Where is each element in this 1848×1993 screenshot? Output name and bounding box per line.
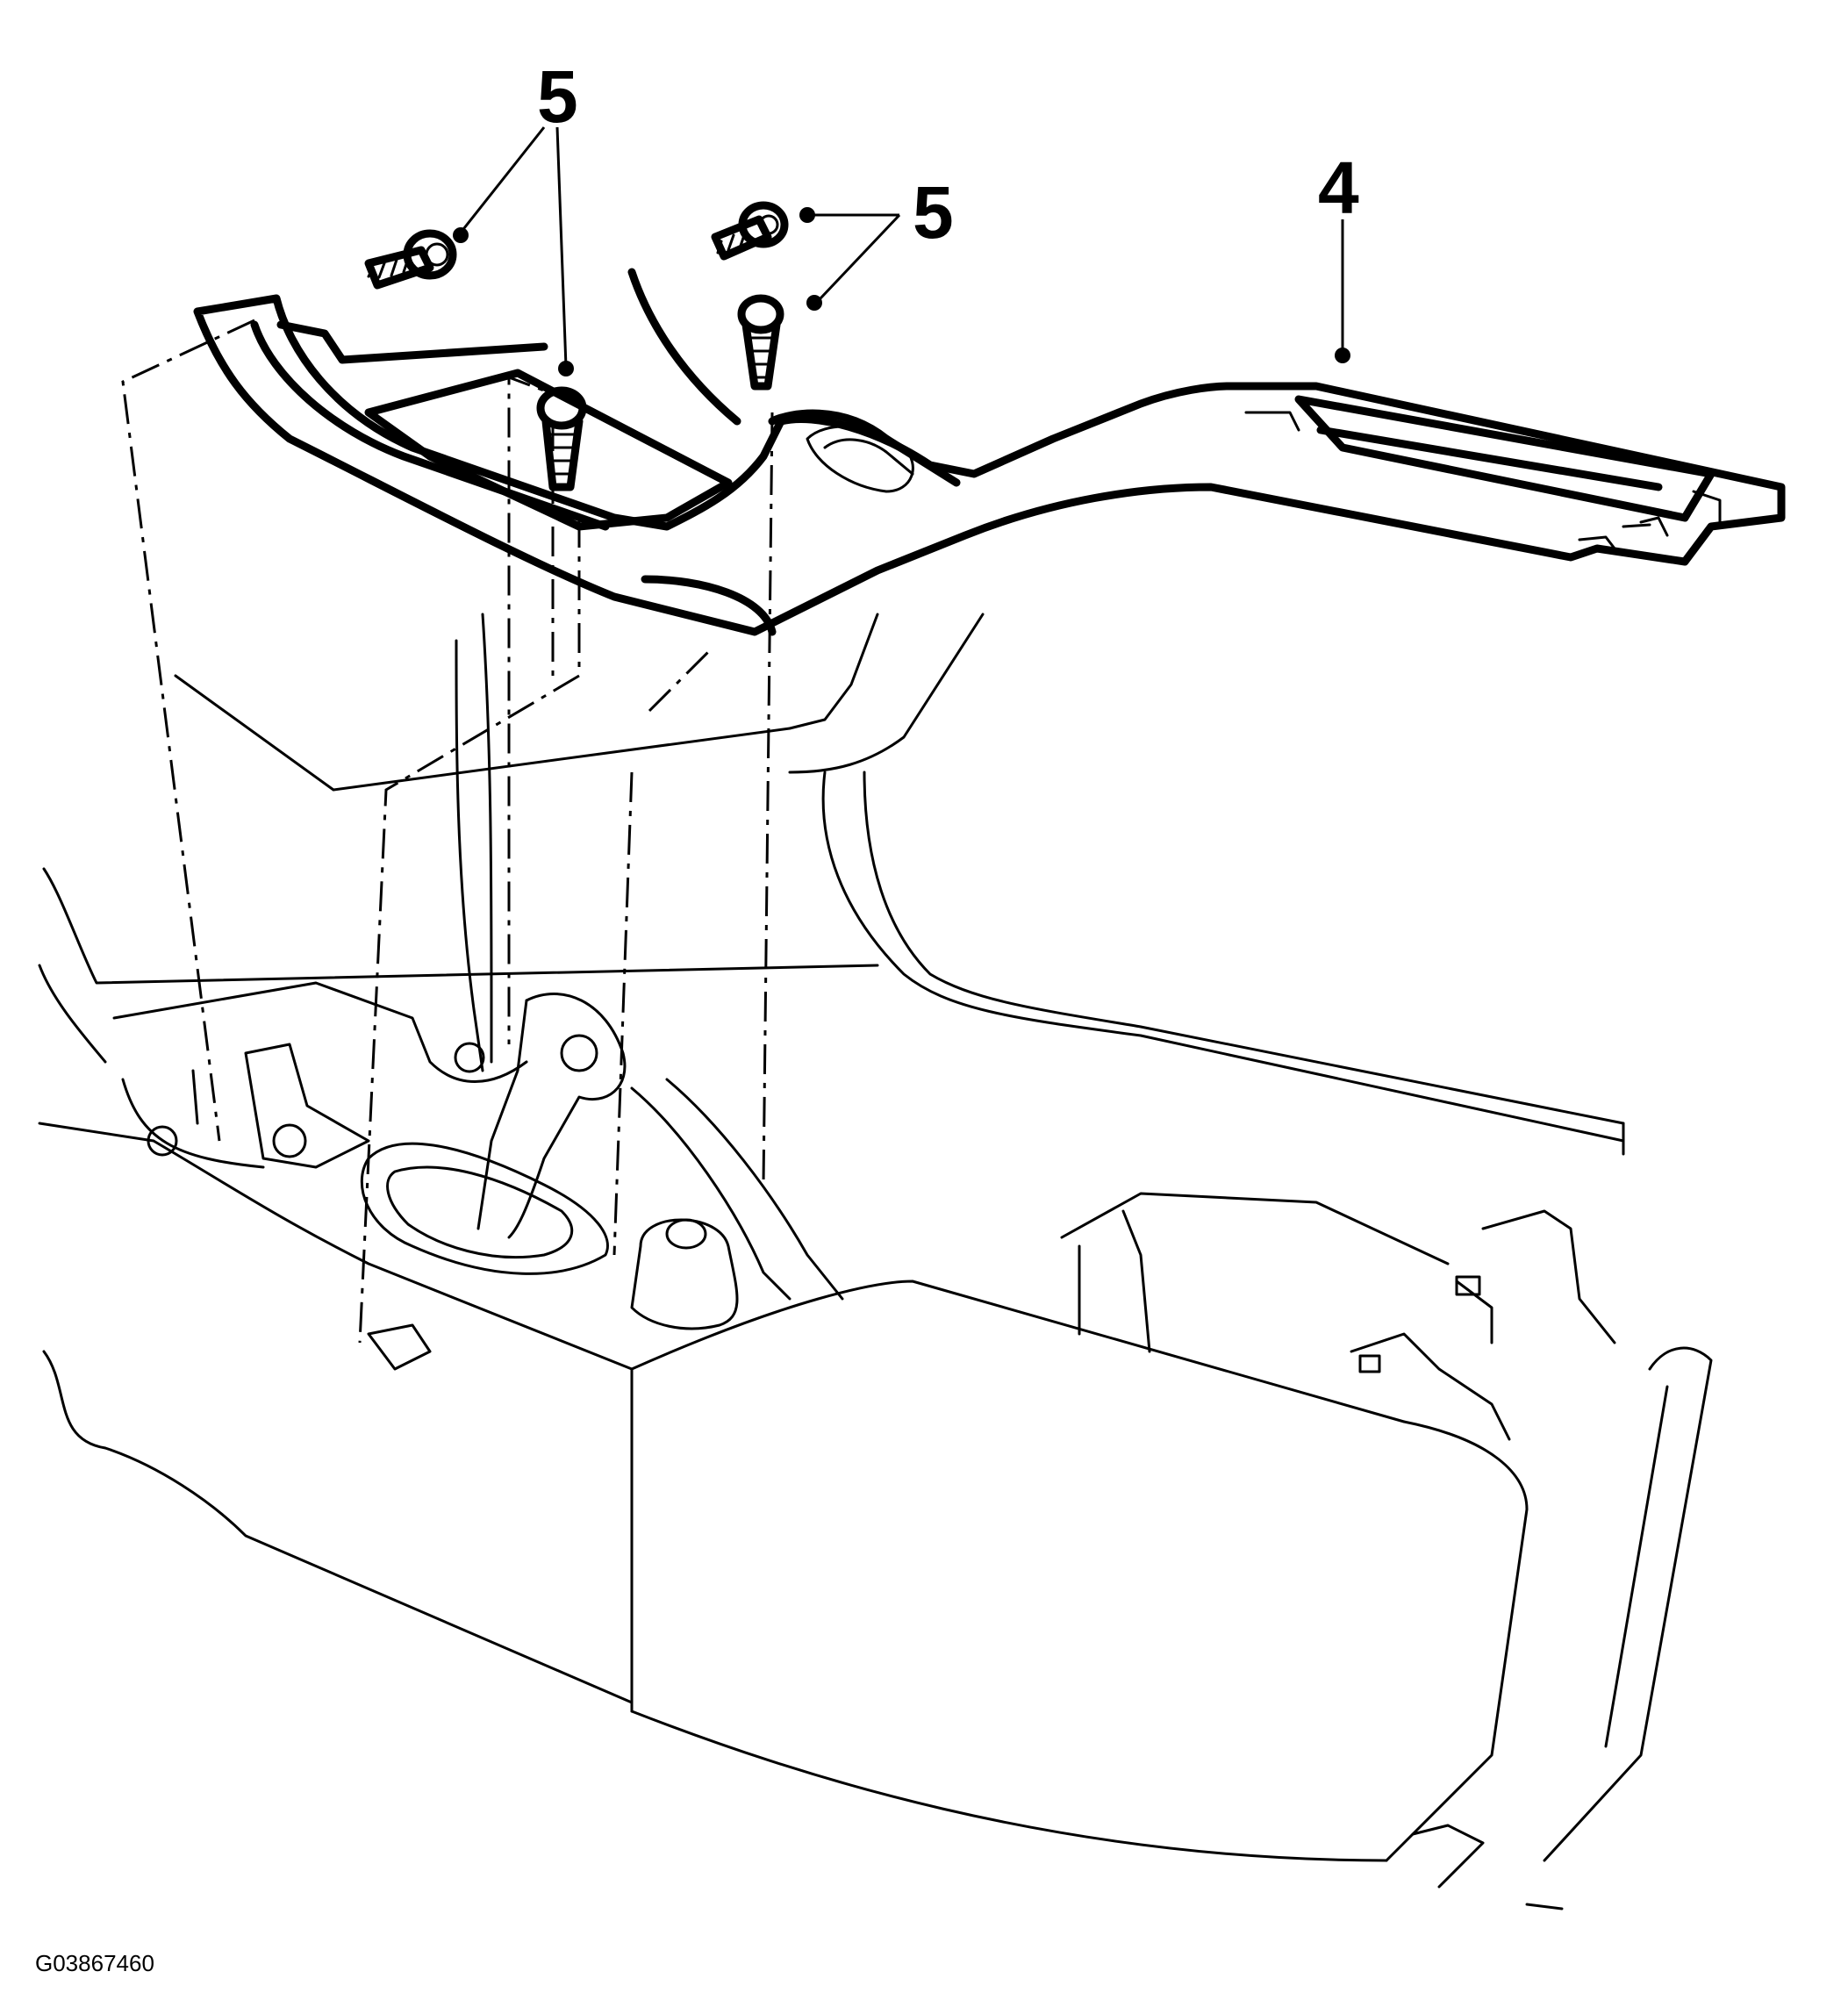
callout-leaders [453, 126, 1350, 376]
screw-center-upper [711, 201, 789, 261]
callout-console-panel: 4 [1318, 147, 1359, 229]
lower-console-body [38, 613, 1713, 1911]
callout-screws-left: 5 [537, 55, 578, 138]
screw-right-vertical [737, 294, 784, 391]
callout-screws-right: 5 [913, 171, 954, 254]
screw-center-vertical [536, 386, 587, 491]
figure-id-label: G03867460 [35, 1950, 154, 1976]
screw-left-upper [364, 229, 457, 290]
console-trim-panel [193, 268, 1786, 636]
